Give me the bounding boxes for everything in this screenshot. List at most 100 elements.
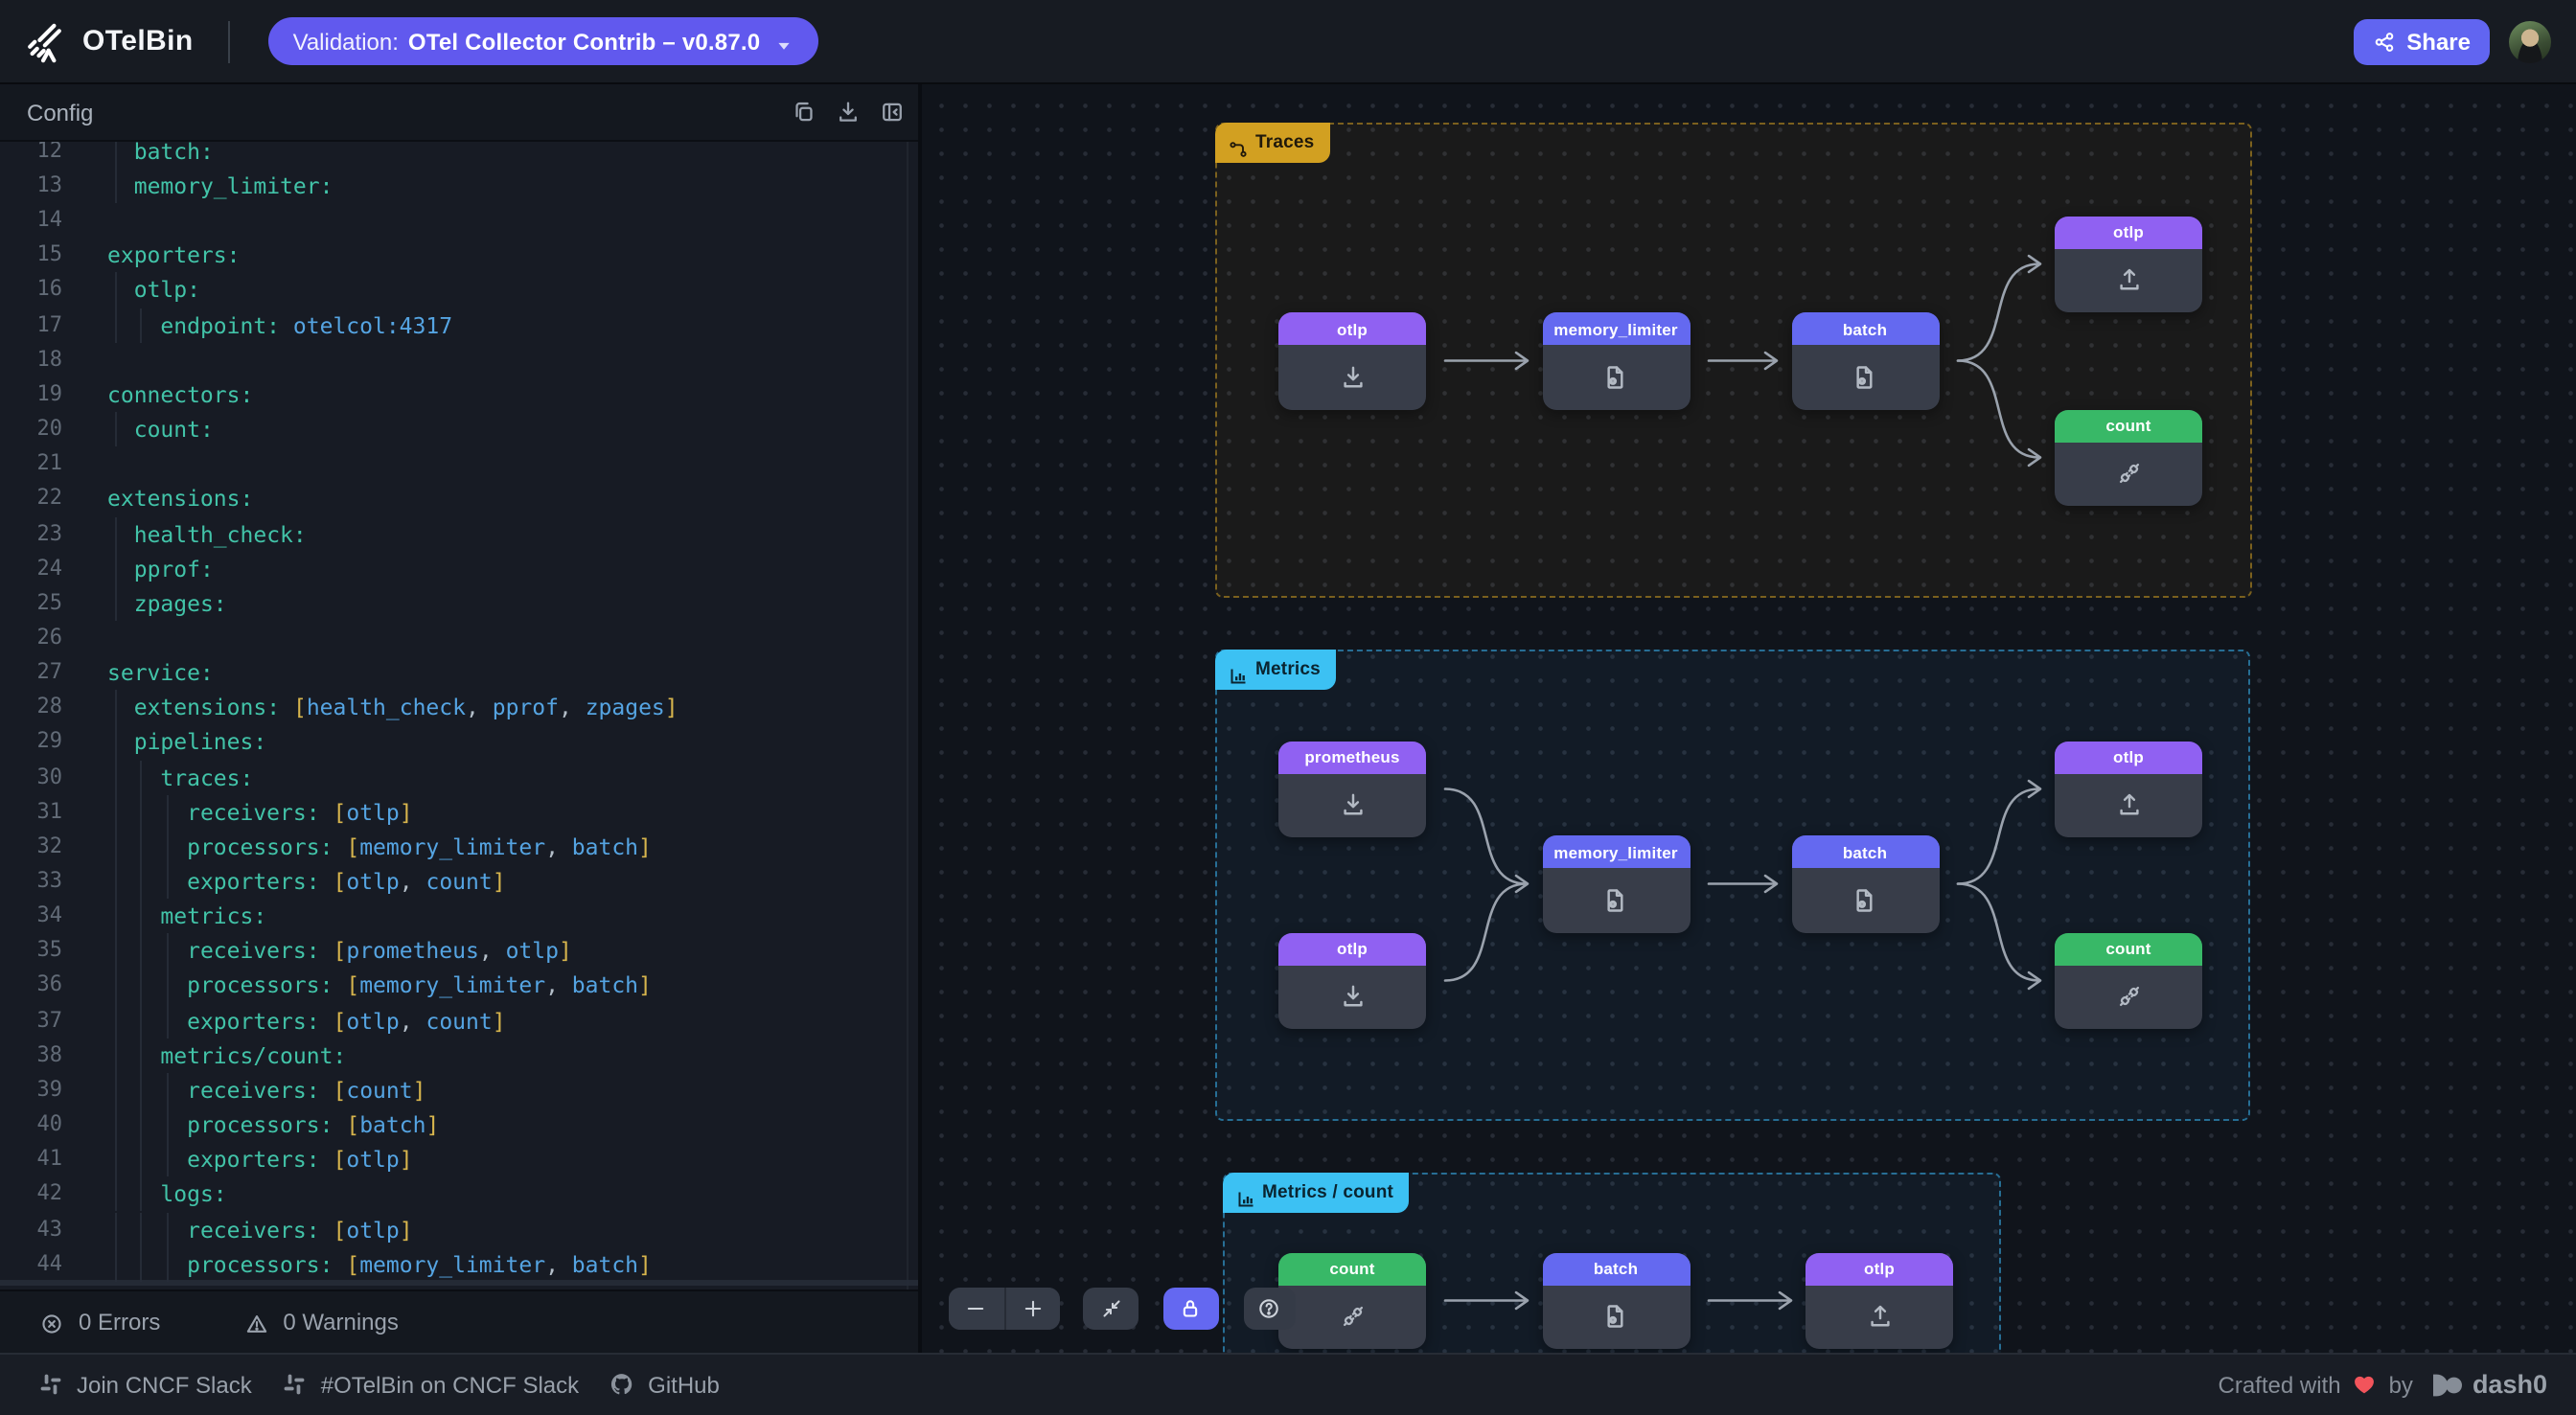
code-text: receivers: [otlp] bbox=[187, 1216, 413, 1243]
pane-divider[interactable] bbox=[918, 84, 922, 1353]
collapse-panel-icon[interactable] bbox=[880, 100, 905, 125]
node-batch-processor[interactable]: batch bbox=[1791, 835, 1939, 932]
line-number: 13 bbox=[36, 172, 63, 197]
code-line: 17 endpoint: otelcol:4317 bbox=[0, 308, 922, 343]
line-number: 32 bbox=[36, 833, 63, 858]
node-count-connector[interactable]: count bbox=[2055, 932, 2202, 1029]
code-line: 30 traces: bbox=[0, 760, 922, 795]
code-line: 29 pipelines: bbox=[0, 724, 922, 761]
footer: Join CNCF Slack #OTelBin on CNCF Slack Git… bbox=[0, 1353, 2576, 1415]
help-button[interactable] bbox=[1243, 1287, 1295, 1329]
node-otlp-exporter[interactable]: otlp bbox=[1806, 1252, 1953, 1349]
download-icon[interactable] bbox=[836, 100, 861, 125]
line-number: 33 bbox=[36, 868, 63, 893]
node-otlp-exporter[interactable]: otlp bbox=[2055, 741, 2202, 837]
line-number: 14 bbox=[36, 207, 63, 233]
code-line: 26 bbox=[0, 621, 922, 655]
node-count-connector[interactable]: count bbox=[1278, 1252, 1426, 1349]
code-text: logs: bbox=[160, 1180, 227, 1208]
node-prometheus-receiver[interactable]: prometheus bbox=[1278, 741, 1426, 837]
code-text: pipelines: bbox=[133, 728, 267, 756]
code-text: service: bbox=[107, 659, 214, 687]
processor-icon bbox=[1852, 887, 1878, 914]
editor-hscrollbar[interactable] bbox=[0, 1280, 922, 1286]
code-line: 31 receivers: [otlp] bbox=[0, 794, 922, 830]
line-number: 41 bbox=[36, 1146, 63, 1172]
dash0-brand[interactable]: dash0 bbox=[2472, 1370, 2547, 1400]
connector-icon bbox=[2115, 984, 2142, 1011]
node-otlp-receiver[interactable]: otlp bbox=[1278, 932, 1426, 1029]
node-otlp-receiver[interactable]: otlp bbox=[1278, 312, 1426, 409]
brand-title: OTelBin bbox=[82, 25, 194, 57]
fit-view-icon bbox=[1099, 1296, 1122, 1319]
avatar[interactable] bbox=[2509, 20, 2551, 62]
line-number: 16 bbox=[36, 276, 63, 302]
validation-value: OTel Collector Contrib – v0.87.0 bbox=[407, 28, 761, 55]
footer-link[interactable]: Join CNCF Slack bbox=[38, 1372, 252, 1399]
line-number: 44 bbox=[36, 1250, 63, 1276]
chart-icon bbox=[1235, 1183, 1254, 1206]
footer-link[interactable]: #OTelBin on CNCF Slack bbox=[283, 1372, 579, 1399]
warnings-icon bbox=[244, 1311, 267, 1334]
code-line: 35 receivers: [prometheus, otlp] bbox=[0, 933, 922, 969]
errors-count: 0 Errors bbox=[79, 1309, 161, 1335]
config-panel-header: Config bbox=[0, 84, 922, 142]
code-text: processors: [memory_limiter, batch] bbox=[187, 1250, 652, 1278]
otelbin-logo-icon bbox=[23, 18, 69, 64]
lock-button[interactable] bbox=[1162, 1287, 1218, 1329]
code-text: processors: [batch] bbox=[187, 1111, 440, 1139]
connector-icon bbox=[2115, 461, 2142, 488]
share-button[interactable]: Share bbox=[2353, 18, 2490, 64]
line-number: 31 bbox=[36, 798, 63, 824]
status-bar: 0 Errors 0 Warnings bbox=[0, 1289, 922, 1353]
code-text: processors: [memory_limiter, batch] bbox=[187, 971, 652, 999]
node-count-connector[interactable]: count bbox=[2055, 409, 2202, 506]
config-panel-title: Config bbox=[27, 99, 94, 126]
code-line: 36 processors: [memory_limiter, batch] bbox=[0, 968, 922, 1004]
group-label-metrics: Metrics bbox=[1215, 650, 1336, 690]
line-number: 43 bbox=[36, 1216, 63, 1241]
node-otlp-exporter[interactable]: otlp bbox=[2055, 216, 2202, 312]
upload-icon bbox=[1866, 1304, 1893, 1331]
heart-icon bbox=[2353, 1373, 2378, 1398]
footer-link[interactable]: GitHub bbox=[610, 1372, 720, 1399]
fit-view-button[interactable] bbox=[1083, 1287, 1138, 1329]
processor-icon bbox=[1602, 887, 1629, 914]
group-label-traces: Traces bbox=[1215, 123, 1330, 163]
group-label-metrics-count: Metrics / count bbox=[1222, 1173, 1410, 1213]
zoom-out-button[interactable] bbox=[948, 1287, 1003, 1329]
header-divider bbox=[227, 20, 230, 62]
line-number: 21 bbox=[36, 450, 63, 476]
share-icon bbox=[2372, 30, 2395, 53]
line-number: 35 bbox=[36, 937, 63, 963]
code-text: extensions: [health_check, pprof, zpages… bbox=[133, 694, 678, 721]
line-number: 37 bbox=[36, 1007, 63, 1033]
code-line: 32 processors: [memory_limiter, batch] bbox=[0, 829, 922, 864]
code-line: 33 exporters: [otlp, count] bbox=[0, 864, 922, 900]
line-number: 23 bbox=[36, 520, 63, 545]
copy-icon[interactable] bbox=[792, 100, 816, 125]
code-text: receivers: [otlp] bbox=[187, 798, 413, 826]
line-number: 28 bbox=[36, 694, 63, 719]
plus-icon bbox=[1021, 1296, 1044, 1319]
node-batch-processor[interactable]: batch bbox=[1791, 312, 1939, 409]
validation-dropdown[interactable]: Validation: OTel Collector Contrib – v0.… bbox=[267, 17, 818, 65]
download-icon bbox=[1339, 364, 1366, 391]
node-memory_limiter-processor[interactable]: memory_limiter bbox=[1542, 312, 1690, 409]
code-text: traces: bbox=[160, 764, 254, 791]
line-number: 12 bbox=[36, 142, 63, 163]
code-text: exporters: [otlp, count] bbox=[187, 1007, 506, 1035]
zoom-in-button[interactable] bbox=[1003, 1287, 1059, 1329]
code-text: health_check: bbox=[133, 520, 307, 547]
node-memory_limiter-processor[interactable]: memory_limiter bbox=[1542, 835, 1690, 932]
code-text: metrics/count: bbox=[160, 1041, 347, 1069]
code-text: extensions: bbox=[107, 485, 254, 513]
code-line: 12 batch: bbox=[0, 142, 922, 169]
line-number: 36 bbox=[36, 971, 63, 997]
download-icon bbox=[1339, 984, 1366, 1011]
node-batch-processor[interactable]: batch bbox=[1542, 1252, 1690, 1349]
code-line: 42 logs: bbox=[0, 1176, 922, 1212]
